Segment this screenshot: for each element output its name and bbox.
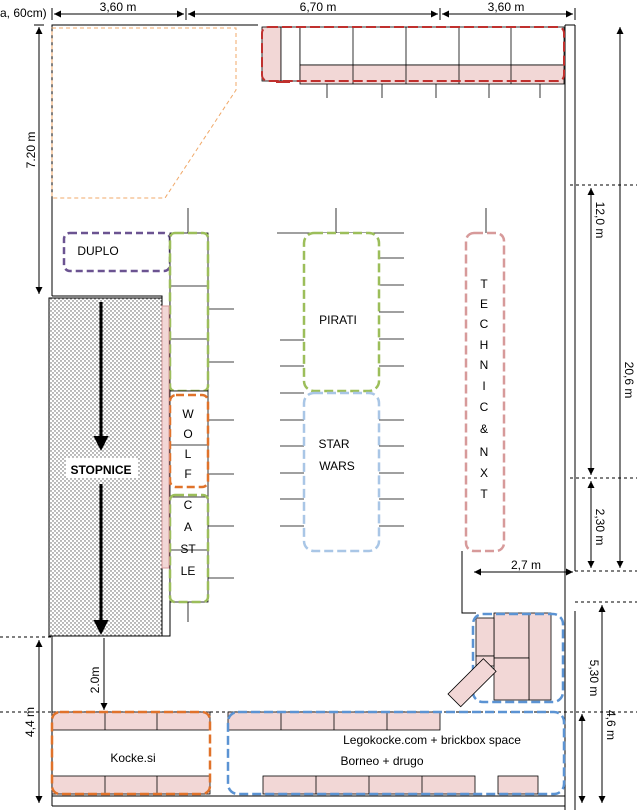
top-dimensions: 3,60 m 6,70 m 3,60 m bbox=[51, 0, 576, 20]
bottom-right-booth-area bbox=[226, 710, 566, 796]
top-booth-row bbox=[261, 26, 565, 98]
dim-right-bottom: 4,6 m bbox=[604, 710, 618, 740]
duplo-label: DUPLO bbox=[77, 244, 118, 258]
center-gap-dimension: 2.0m bbox=[88, 638, 108, 710]
left-dimension-upper: 7.20 m bbox=[24, 24, 44, 294]
star-wars-label-line1: STAR bbox=[318, 437, 349, 451]
castle-label-line: LE bbox=[181, 564, 196, 578]
dim-top-left: 3,60 m bbox=[100, 0, 137, 14]
technic-letter: N bbox=[480, 358, 489, 372]
dim-right-upper: 12,0 m bbox=[593, 202, 607, 239]
dim-center-gap: 2.0m bbox=[88, 667, 102, 694]
left-dimension-lower: 4,4 m bbox=[23, 640, 43, 803]
dim-right-lower: 5,30 m bbox=[587, 660, 601, 697]
castle-label-line: ST bbox=[180, 542, 196, 556]
right-lower-booths bbox=[447, 612, 565, 708]
wolf-letter: F bbox=[184, 467, 191, 481]
wolf-letter: W bbox=[182, 407, 194, 421]
dim-left-lower: 4,4 m bbox=[23, 707, 37, 737]
technic-letter: & bbox=[480, 422, 488, 436]
pirati-label: PIRATI bbox=[319, 313, 357, 327]
technic-letter: N bbox=[480, 445, 489, 459]
scale-note: a, 60cm) bbox=[0, 6, 47, 20]
dim-top-right: 3,60 m bbox=[488, 0, 525, 14]
duplo-booth: DUPLO bbox=[62, 231, 172, 273]
stairs-label: STOPNICE bbox=[70, 463, 131, 477]
dim-horiz-right: 2,7 m bbox=[511, 558, 541, 572]
dim-top-mid: 6,70 m bbox=[300, 0, 337, 14]
dim-left-upper: 7.20 m bbox=[24, 132, 38, 169]
center-booth-column bbox=[277, 208, 404, 553]
duplo-open-zone bbox=[51, 27, 237, 199]
technic-letter: T bbox=[480, 487, 488, 501]
right-dimensions: 12,0 m 2,30 m 20,6 m 5,30 m 4,6 m 2,7 m bbox=[474, 27, 637, 803]
technic-letter: C bbox=[480, 317, 489, 331]
castle-label-line: C bbox=[184, 498, 193, 512]
dim-right-mid: 2,30 m bbox=[593, 509, 607, 546]
legokocke-label: Legokocke.com + brickbox space bbox=[343, 733, 521, 747]
technic-letter: I bbox=[482, 379, 485, 393]
castle-label-line: A bbox=[184, 520, 192, 534]
technic-letter: C bbox=[480, 400, 489, 414]
borneo-label: Borneo + drugo bbox=[340, 754, 423, 768]
technic-letter: X bbox=[480, 466, 488, 480]
technic-letter: H bbox=[480, 338, 489, 352]
wolf-letter: O bbox=[183, 427, 192, 441]
kocke-label: Kocke.si bbox=[110, 751, 155, 765]
stairs-area: STOPNICE bbox=[48, 297, 170, 637]
technic-letter: T bbox=[480, 277, 488, 291]
kocke-booth bbox=[50, 710, 212, 796]
star-wars-label-line2: WARS bbox=[319, 459, 355, 473]
dim-right-total: 20,6 m bbox=[622, 362, 636, 399]
technic-letter: E bbox=[480, 297, 488, 311]
wolf-letter: L bbox=[185, 447, 192, 461]
technic-booth bbox=[464, 208, 506, 553]
left-center-booth-column bbox=[168, 208, 234, 622]
